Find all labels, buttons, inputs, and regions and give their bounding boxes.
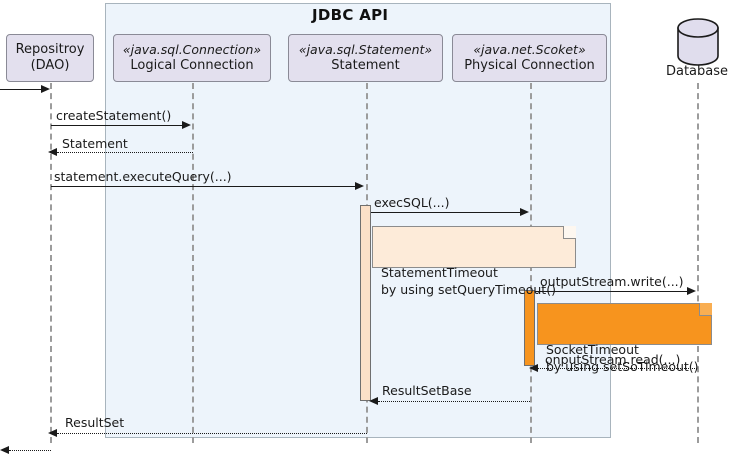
message-label-statement-return: Statement <box>62 136 128 151</box>
message-exit-arrowhead <box>0 446 9 454</box>
participant-logical-connection[interactable]: «java.sql.Connection» Logical Connection <box>113 34 271 82</box>
participant-statement-stereotype: «java.sql.Statement» <box>298 42 433 58</box>
message-arrowhead-exec-sql <box>520 208 529 216</box>
lifeline-logical-connection <box>192 83 194 443</box>
message-entry-line <box>0 89 43 90</box>
message-entry-arrowhead <box>41 85 50 93</box>
participant-repository[interactable]: Repositroy (DAO) <box>6 34 94 82</box>
message-line-statement-return <box>57 152 193 153</box>
lifeline-repository <box>50 83 52 443</box>
participant-statement[interactable]: «java.sql.Statement» Statement <box>288 34 443 82</box>
activation-bar-statement <box>360 205 371 401</box>
activation-bar-physical-connection <box>524 290 535 366</box>
participant-physical-connection[interactable]: «java.net.Scoket» Physical Connection <box>452 34 607 82</box>
lifeline-database <box>697 83 699 443</box>
message-label-result-set-base: ResultSetBase <box>382 383 472 398</box>
message-arrowhead-output-stream-write <box>687 287 696 295</box>
note-socket-timeout-text: SocketTimeout by using setSoTimeout() <box>546 342 699 374</box>
message-line-create-statement <box>51 125 183 126</box>
message-line-execute-query <box>51 186 356 187</box>
message-arrowhead-execute-query <box>355 182 364 190</box>
message-line-output-stream-write <box>535 291 688 292</box>
message-line-result-set <box>57 433 367 434</box>
message-line-result-set-base <box>378 401 530 402</box>
message-arrowhead-create-statement <box>182 121 191 129</box>
message-arrowhead-result-set <box>48 429 57 437</box>
message-arrowhead-statement-return <box>48 148 57 156</box>
note-statement-timeout: StatementTimeout by using setQueryTimeou… <box>372 226 576 297</box>
message-label-output-stream-write: outputStream.write(...) <box>540 274 684 289</box>
participant-repository-subname: (DAO) <box>30 58 70 73</box>
note-statement-timeout-text: StatementTimeout by using setQueryTimeou… <box>381 265 556 297</box>
message-label-input-stream-read: onputStream.read(...) <box>545 352 681 367</box>
database-cylinder-svg <box>677 18 719 66</box>
note-socket-timeout: SocketTimeout by using setSoTimeout() <box>537 303 712 374</box>
note-fold-corner-icon <box>563 226 576 239</box>
participant-logical-connection-name: Logical Connection <box>130 57 254 73</box>
participant-repository-name: Repositroy <box>15 42 85 58</box>
note-fold-corner-icon <box>699 303 712 316</box>
database-cylinder-icon[interactable] <box>672 18 724 66</box>
message-label-exec-sql: execSQL(...) <box>374 195 450 210</box>
participant-logical-connection-stereotype: «java.sql.Connection» <box>122 42 262 58</box>
message-label-result-set: ResultSet <box>65 415 125 430</box>
message-line-exec-sql <box>371 212 521 213</box>
participant-physical-connection-stereotype: «java.net.Scoket» <box>473 42 586 58</box>
message-exit-line <box>9 450 51 451</box>
database-label: Database <box>665 64 729 79</box>
participant-physical-connection-name: Physical Connection <box>464 57 595 73</box>
message-label-execute-query: statement.executeQuery(...) <box>54 169 232 184</box>
message-label-create-statement: createStatement() <box>56 108 172 123</box>
message-line-input-stream-read <box>538 368 697 369</box>
message-arrowhead-input-stream-read <box>529 364 538 372</box>
message-arrowhead-result-set-base <box>369 397 378 405</box>
group-title: JDBC API <box>312 6 389 24</box>
participant-statement-name: Statement <box>331 57 400 73</box>
